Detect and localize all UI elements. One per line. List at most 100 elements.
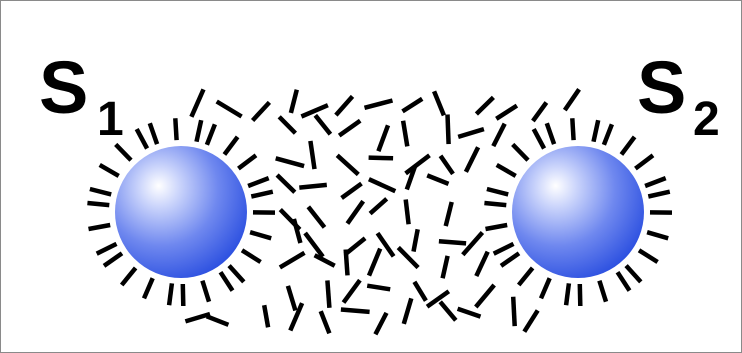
free-ligand: [337, 155, 358, 174]
free-ligand: [378, 125, 388, 151]
sphere-s1-ligand: [100, 165, 119, 176]
sphere-s2-ligand: [635, 155, 653, 168]
free-ligand: [315, 255, 335, 266]
sphere-s2-ligand: [621, 137, 634, 155]
free-ligand: [476, 252, 487, 276]
sphere-s2-ligand: [513, 144, 528, 160]
free-ligand: [279, 117, 295, 133]
sphere-s2: [512, 146, 644, 278]
label-s1-subscript: 1: [97, 93, 124, 146]
sphere-s2-ligand: [566, 283, 569, 305]
sphere-s2-ligand: [594, 120, 599, 142]
free-ligand: [344, 280, 360, 302]
free-ligand: [347, 201, 363, 223]
free-ligand: [443, 256, 448, 278]
sphere-s1-ligand: [122, 268, 136, 285]
sphere-s2-ligand: [501, 253, 519, 266]
free-ligand: [565, 89, 579, 110]
free-ligand: [406, 155, 430, 173]
free-ligand: [434, 91, 444, 115]
sphere-s1-ligand: [150, 123, 157, 144]
free-ligand: [341, 310, 370, 312]
free-ligand: [327, 280, 329, 307]
free-ligand: [336, 96, 353, 115]
free-ligand: [342, 184, 362, 198]
free-ligand: [414, 229, 418, 251]
free-ligand: [207, 316, 229, 325]
free-ligand: [280, 253, 305, 268]
free-ligand: [308, 207, 324, 228]
free-ligand: [476, 97, 493, 114]
free-ligand: [458, 129, 484, 137]
sphere-s1-ligand: [137, 129, 147, 148]
free-ligand: [369, 179, 395, 191]
free-ligand: [288, 286, 296, 311]
sphere-s1-ligand: [87, 203, 109, 205]
label-s2: S 2: [637, 46, 720, 146]
free-ligand: [476, 285, 494, 307]
sphere-s2-ligand: [484, 203, 506, 205]
free-ligand: [321, 311, 330, 333]
free-ligand: [441, 156, 454, 174]
free-ligand: [370, 199, 387, 214]
sphere-s1-ligand: [144, 278, 153, 298]
free-ligand: [458, 309, 481, 317]
sphere-s2-ligand: [487, 189, 508, 194]
free-ligand: [493, 124, 504, 146]
free-ligand: [403, 121, 407, 147]
sphere-s1-ligand: [207, 124, 215, 145]
free-ligand: [264, 305, 268, 327]
sphere-s1-ligand: [251, 192, 272, 197]
free-ligand: [276, 158, 304, 166]
sphere-s1-ligand: [242, 250, 261, 262]
free-ligand: [440, 302, 456, 321]
free-ligand: [427, 175, 448, 184]
sphere-s2-ligand: [604, 124, 612, 145]
free-ligand: [365, 101, 393, 108]
free-ligand: [524, 310, 537, 331]
free-ligand: [305, 233, 323, 257]
sphere-s1-ligand: [238, 155, 256, 168]
free-ligand: [291, 90, 297, 113]
sphere-s1-ligand: [183, 284, 184, 306]
sphere-s2-ligand: [580, 284, 581, 306]
free-ligand: [277, 175, 295, 192]
sphere-s1-ligand: [97, 244, 117, 254]
sphere-s2-ligand: [494, 244, 514, 254]
free-ligand: [406, 200, 409, 225]
sphere-s2-ligand: [618, 272, 630, 290]
sphere-s1-ligand: [202, 281, 209, 302]
free-ligand: [427, 291, 449, 306]
free-ligand: [369, 249, 380, 276]
sphere-s1-ligand: [169, 283, 172, 305]
sphere-s2-ligand: [626, 266, 641, 282]
sphere-s1-ligand: [89, 225, 111, 229]
label-s2-main: S: [637, 46, 686, 129]
free-ligand: [217, 102, 242, 117]
sphere-s2-ligand: [647, 232, 668, 238]
sphere-s2-ligand: [599, 281, 606, 302]
free-ligand: [446, 202, 452, 226]
label-s2-subscript: 2: [693, 93, 720, 146]
free-ligand: [191, 89, 203, 116]
sphere-s1-ligand: [116, 144, 131, 160]
sphere-s1-ligand: [229, 266, 244, 282]
free-ligand: [346, 250, 348, 276]
sphere-s2-ligand: [534, 129, 544, 148]
free-ligand: [403, 99, 423, 112]
free-ligand: [448, 115, 449, 145]
free-ligand: [414, 282, 426, 301]
free-ligand: [404, 298, 412, 324]
sphere-s1-ligand: [221, 272, 233, 290]
free-ligand: [315, 115, 330, 134]
free-ligand: [367, 286, 390, 290]
sphere-s2-ligand: [519, 268, 533, 285]
free-ligand: [533, 103, 547, 122]
sphere-s1-ligand: [224, 137, 237, 155]
sphere-s1-ligand: [248, 178, 269, 186]
sphere-s1-ligand: [90, 189, 111, 194]
free-ligand: [299, 185, 327, 188]
sphere-s2-ligand: [645, 178, 666, 186]
free-ligand: [496, 106, 517, 119]
